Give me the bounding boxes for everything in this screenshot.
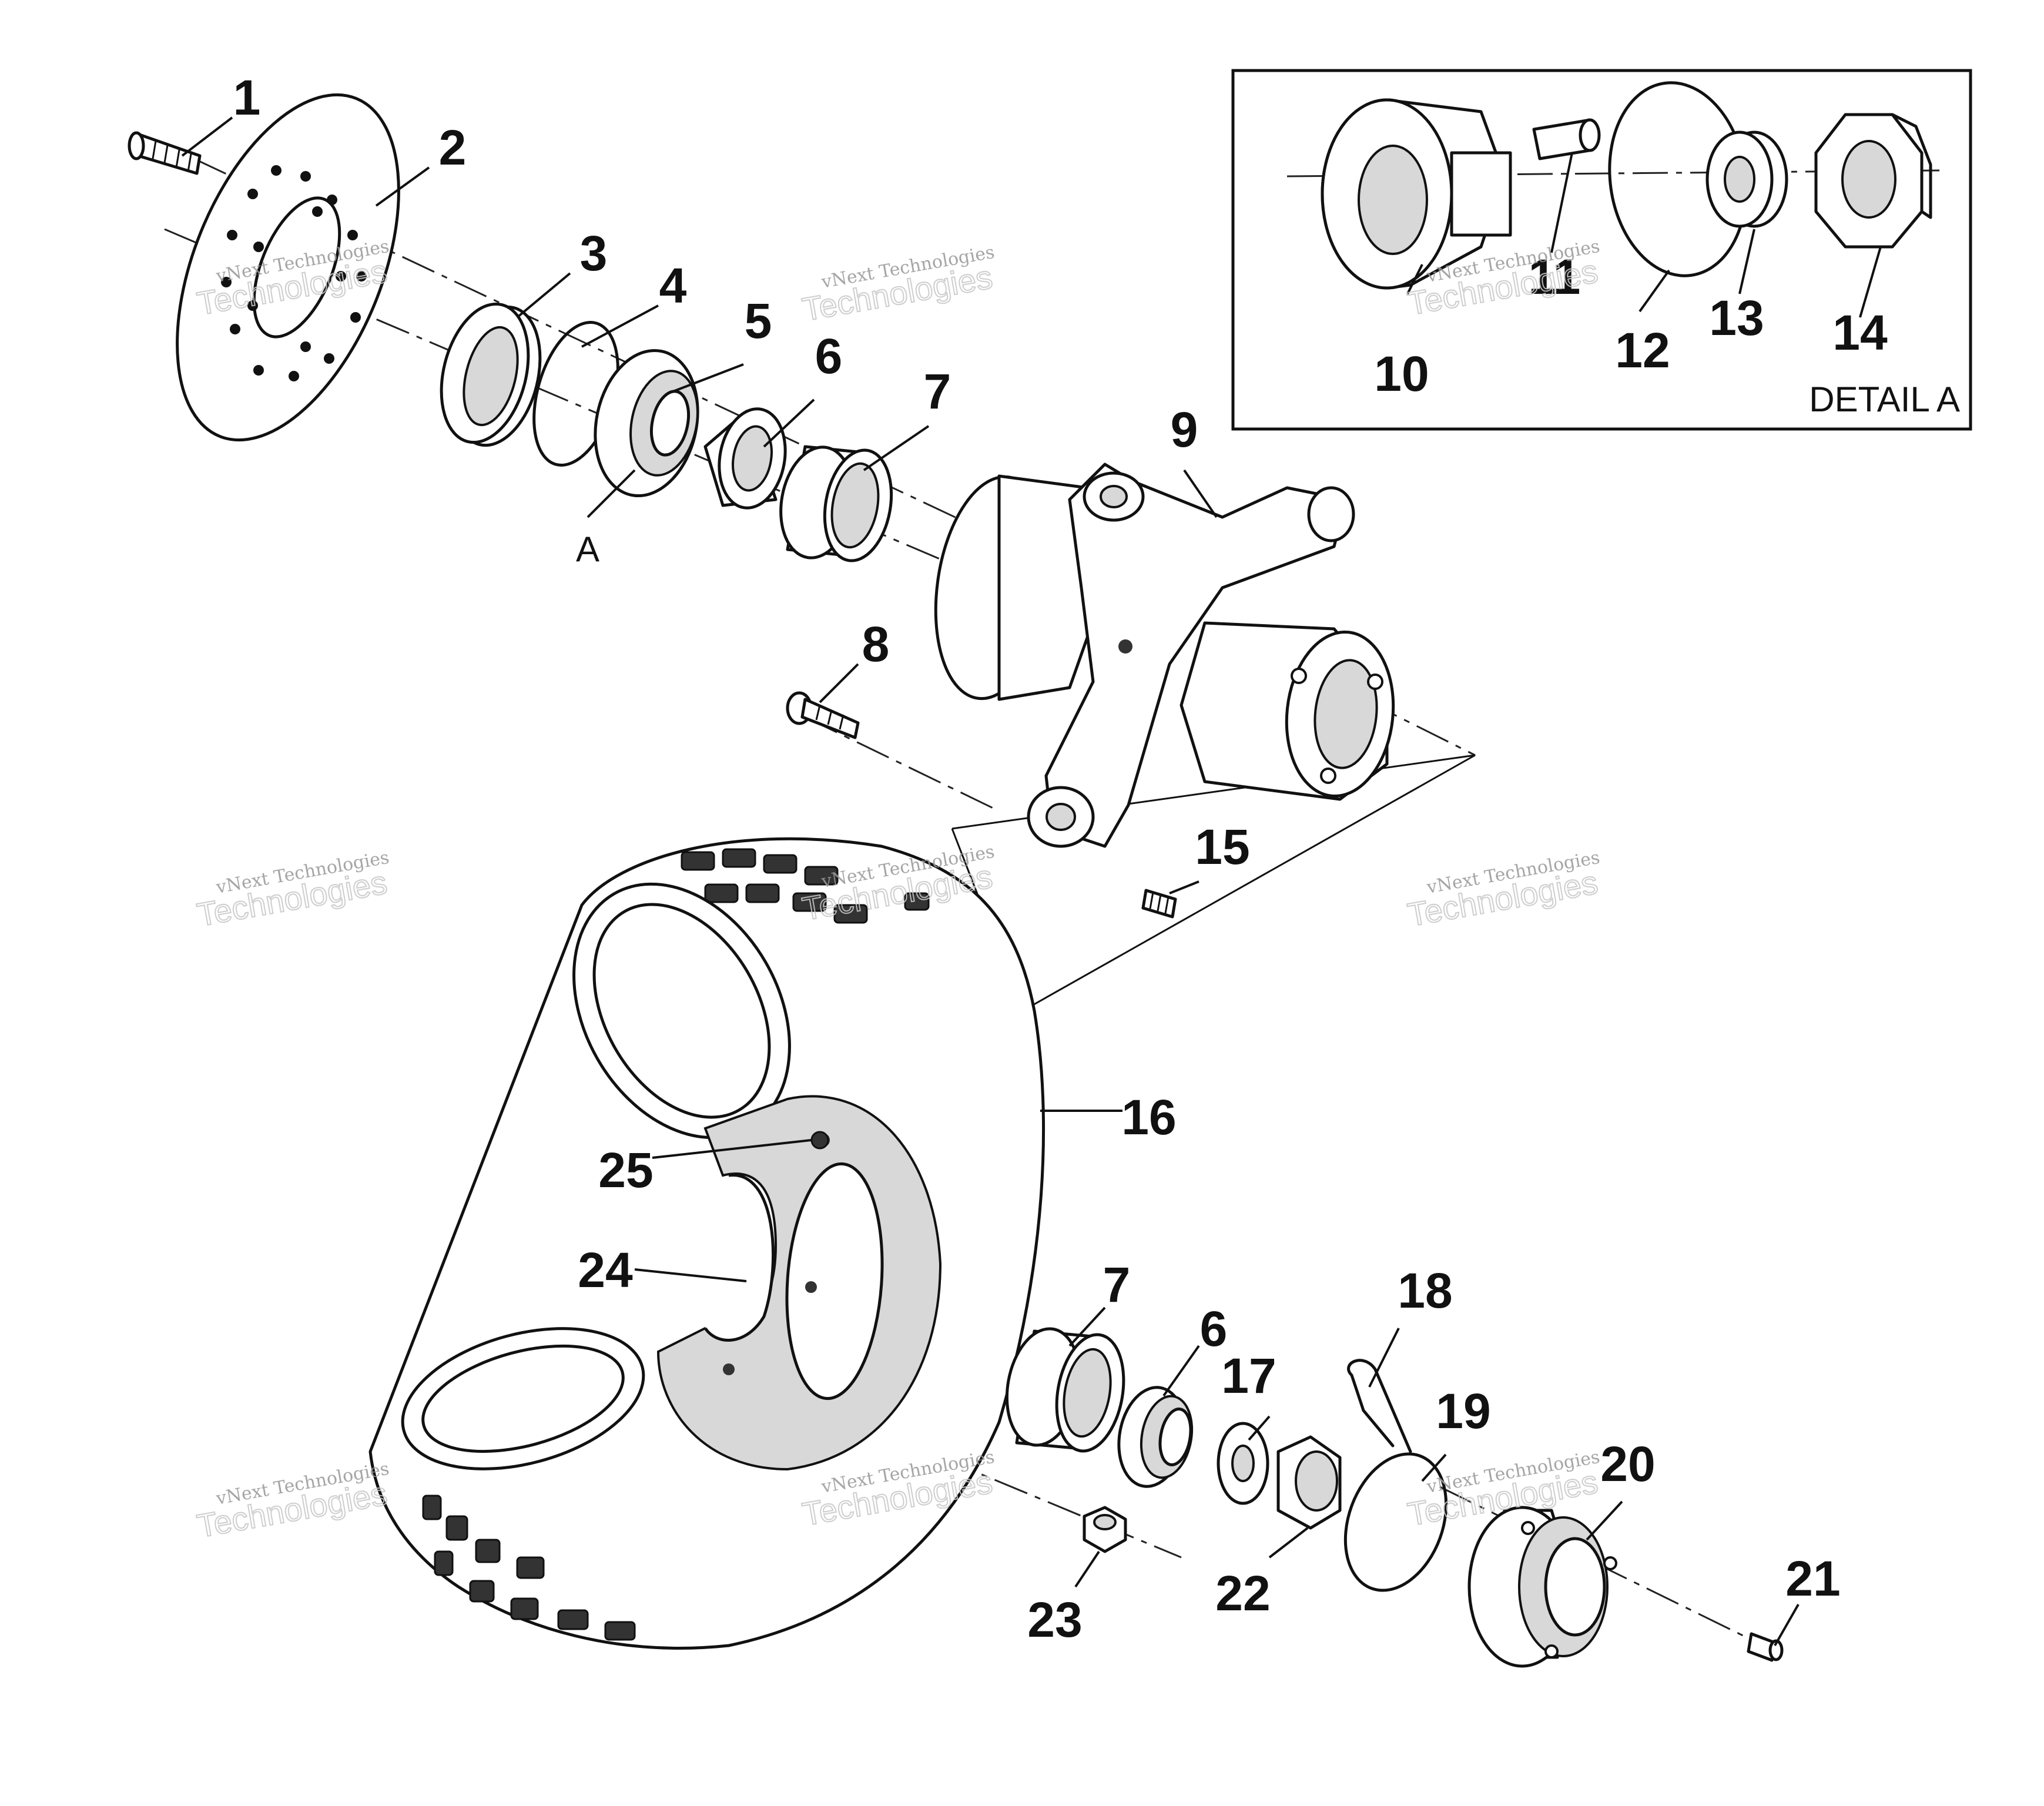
callout-21: 21 [1785, 1551, 1840, 1606]
callout-2: 2 [439, 120, 467, 175]
callout-6-lower: 6 [1200, 1301, 1228, 1356]
part-2-brake-disc [176, 93, 400, 442]
callout-23: 23 [1027, 1592, 1082, 1647]
part-11-pin [1532, 118, 1601, 160]
leader-lines [181, 116, 1882, 1646]
part-15-set-screw [1141, 889, 1177, 919]
callout-8: 8 [862, 616, 890, 672]
reference-letter-a: A [576, 530, 599, 569]
part-16-tire [368, 837, 1046, 1650]
part-20-hub-cap [1467, 1506, 1617, 1668]
callout-12: 12 [1615, 323, 1670, 378]
part-25-valve [810, 1131, 829, 1150]
callout-3: 3 [580, 226, 608, 281]
part-19-o-ring [1343, 1452, 1448, 1592]
callout-4: 4 [659, 258, 687, 313]
part-1-screw [128, 131, 202, 175]
callout-1: 1 [233, 70, 261, 125]
part-21-screw [1747, 1632, 1784, 1662]
part-14-hex-nut [1814, 113, 1932, 249]
callout-9: 9 [1171, 402, 1198, 457]
callout-25: 25 [598, 1142, 653, 1198]
callout-labels: 1 2 3 4 5 6 7 8 9 10 11 12 13 14 15 16 1… [233, 70, 1888, 1647]
part-8-bolt [786, 691, 860, 739]
callout-13: 13 [1709, 290, 1764, 346]
callout-14: 14 [1832, 305, 1888, 360]
part-5-hub-assembly [594, 349, 699, 498]
part-23-lug-nut [1083, 1506, 1127, 1553]
part-10-hub-clutch [1321, 98, 1512, 290]
callout-19: 19 [1436, 1383, 1490, 1439]
part-7-race-lower [1005, 1327, 1125, 1453]
callout-7: 7 [924, 364, 951, 419]
callout-7-lower: 7 [1103, 1257, 1131, 1312]
detail-a-label: DETAIL A [1809, 380, 1960, 419]
part-9-steering-knuckle [934, 463, 1395, 848]
part-7-race-upper [779, 445, 893, 562]
callout-17: 17 [1221, 1348, 1276, 1403]
detail-a-box: DETAIL A [1231, 69, 1972, 431]
callout-22: 22 [1215, 1566, 1270, 1621]
callout-11: 11 [1529, 249, 1581, 304]
callout-10: 10 [1374, 346, 1429, 401]
callout-20: 20 [1600, 1436, 1655, 1492]
part-13-washer [1705, 130, 1788, 228]
part-6-bearing-upper [703, 407, 787, 510]
part-22-castle-nut [1276, 1435, 1342, 1530]
callout-5: 5 [745, 293, 772, 349]
part-17-washer [1217, 1422, 1269, 1505]
part-3-seal [440, 302, 542, 447]
callout-18: 18 [1398, 1263, 1452, 1318]
part-24-wheel-rim [656, 1095, 942, 1471]
callout-15: 15 [1195, 819, 1249, 874]
callout-24: 24 [578, 1242, 633, 1298]
callout-16: 16 [1121, 1090, 1176, 1145]
part-18-cotter-pin [1347, 1359, 1412, 1453]
part-6-bearing-lower [1117, 1386, 1194, 1488]
callout-6: 6 [815, 329, 843, 384]
